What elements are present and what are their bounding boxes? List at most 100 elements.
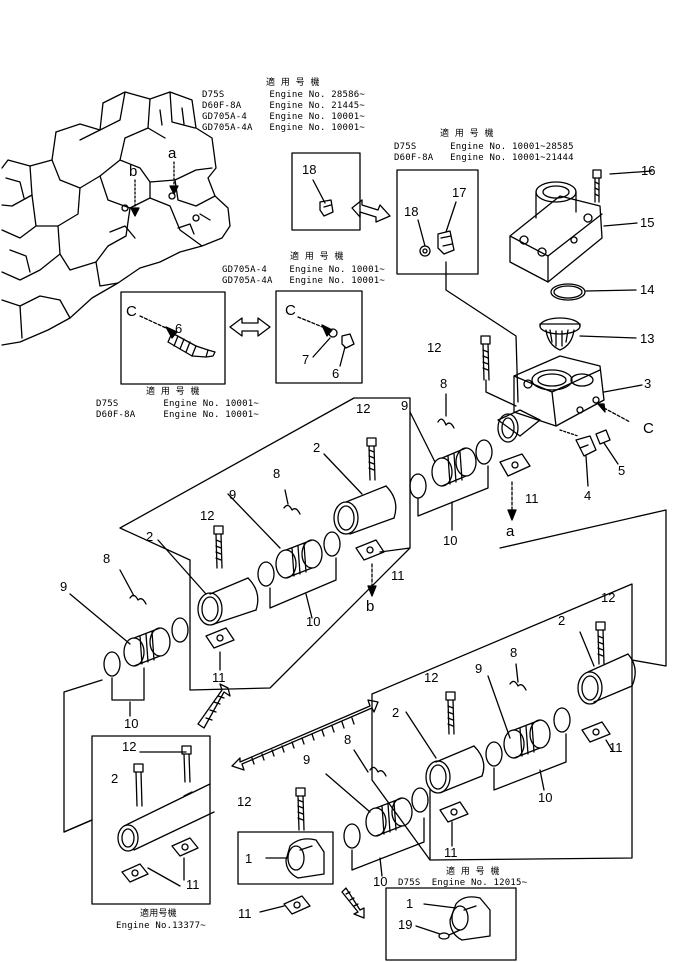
bracket-10-middle — [269, 557, 337, 609]
note-top-right-heading: 適 用 号 機 — [440, 129, 494, 139]
callout-18: 18 — [404, 204, 419, 219]
leader-11-bl — [147, 867, 181, 887]
callout-11: 11 — [186, 877, 200, 892]
part-13-thermostat — [539, 317, 581, 351]
part-3-housing — [497, 355, 605, 443]
double-arrow-middle — [229, 317, 271, 337]
callout-9: 9 — [401, 398, 409, 413]
callout-8: 8 — [440, 376, 448, 391]
callout-10: 10 — [124, 716, 139, 731]
callout-17: 17 — [452, 185, 467, 200]
part-1-19-elbow — [438, 896, 491, 941]
detail-box-sensor-6 — [120, 291, 226, 385]
note-mid-left-heading: 適 用 号 機 — [146, 387, 200, 397]
leader-9-upper — [409, 411, 436, 463]
leader-2-upper — [323, 453, 363, 495]
leader-8-right — [515, 663, 519, 683]
callout-11: 11 — [212, 670, 226, 685]
callout-4: 4 — [584, 488, 592, 503]
callout-10: 10 — [373, 874, 388, 889]
callout-9: 9 — [475, 661, 483, 676]
callout-5: 5 — [618, 463, 626, 478]
leader-16 — [609, 170, 653, 175]
callout-2: 2 — [111, 771, 119, 786]
callout-9: 9 — [60, 579, 68, 594]
leader-2-middle — [157, 539, 207, 595]
note-mid-left-line-2: D60F-8A Engine No. 10001~ — [96, 410, 259, 420]
bracket-10-bottom — [351, 817, 425, 871]
engine-block — [1, 91, 231, 346]
callout-9: 9 — [229, 487, 237, 502]
ref-label-C: C — [643, 420, 654, 437]
detail-box-elbow-19 — [385, 887, 517, 961]
note-bottom-right-line-1: D75S Engine No. 12015~ — [398, 878, 528, 888]
leader-13 — [579, 335, 637, 339]
leader-14 — [585, 289, 637, 292]
callout-10: 10 — [443, 533, 458, 548]
callout-6: 6 — [332, 366, 340, 381]
callout-8: 8 — [510, 645, 518, 660]
callout-2: 2 — [313, 440, 321, 455]
pipe-bottom-left — [117, 745, 215, 883]
leader-15 — [603, 222, 638, 227]
callout-15: 15 — [640, 215, 655, 230]
callout-10: 10 — [538, 790, 553, 805]
pipe-set-left — [103, 594, 189, 677]
callout-11: 11 — [444, 845, 458, 860]
leader-9-left — [69, 593, 131, 645]
pipe-set-right — [425, 621, 636, 823]
callout-12: 12 — [356, 401, 371, 416]
callout-19: 19 — [398, 917, 413, 932]
leader-2-right-lower — [405, 711, 437, 759]
detail-box-sensor-7 — [275, 290, 363, 384]
part-11-gasket-top — [499, 453, 531, 477]
group-outline-right-ext — [499, 509, 667, 667]
callout-7: 7 — [302, 352, 310, 367]
note-mid-right-line-1: GD705A-4 Engine No. 10001~ — [222, 265, 385, 275]
note-bottom-left-line-1: Engine No.13377~ — [116, 921, 206, 931]
callout-12: 12 — [237, 794, 252, 809]
leader-1b — [423, 903, 457, 909]
note-mid-left-line-1: D75S Engine No. 10001~ — [96, 399, 259, 409]
callout-8: 8 — [273, 466, 281, 481]
callout-12: 12 — [122, 739, 137, 754]
callout-16: 16 — [641, 163, 656, 178]
pipe-set-upper — [333, 418, 493, 561]
callout-9: 9 — [303, 752, 311, 767]
ref-label-a: a — [168, 145, 177, 162]
note-mid-right-line-2: GD705A-4A Engine No. 10001~ — [222, 276, 385, 286]
callout-13: 13 — [640, 331, 655, 346]
callout-1: 1 — [245, 851, 253, 866]
callout-12: 12 — [601, 590, 616, 605]
hatched-arrow-long — [231, 699, 379, 771]
detail-box-elbow — [237, 831, 334, 885]
ref-label-b: b — [129, 163, 138, 180]
ref-label-a: a — [506, 523, 515, 540]
leader-8-bottom — [353, 749, 369, 773]
bracket-10-upper — [417, 465, 489, 517]
callout-1: 1 — [406, 896, 414, 911]
leader-8-left — [119, 569, 135, 597]
callout-3: 3 — [644, 376, 652, 391]
callout-11: 11 — [391, 568, 405, 583]
leader-8-middle — [284, 489, 289, 505]
bracket-10-right — [493, 733, 567, 791]
callout-11: 11 — [525, 491, 539, 506]
leader-19 — [415, 925, 441, 935]
ref-label-C: C — [285, 302, 296, 319]
part-7-6-plug — [297, 316, 355, 367]
leader-12-housing — [485, 379, 517, 407]
note-bottom-left-heading: 適用号機 — [140, 909, 177, 919]
callout-12: 12 — [427, 340, 442, 355]
note-top-right-line-1: D75S Engine No. 10001~28585 — [394, 142, 574, 152]
part-5-plug — [595, 429, 619, 465]
callout-14: 14 — [640, 282, 655, 297]
leader-11-bottom — [259, 905, 285, 913]
part-14-o-ring — [550, 283, 586, 301]
detail-box-18 — [291, 152, 361, 231]
note-top-center-line-1: D75S Engine No. 28586~ — [202, 90, 365, 100]
callout-10: 10 — [306, 614, 321, 629]
callout-2: 2 — [558, 613, 566, 628]
